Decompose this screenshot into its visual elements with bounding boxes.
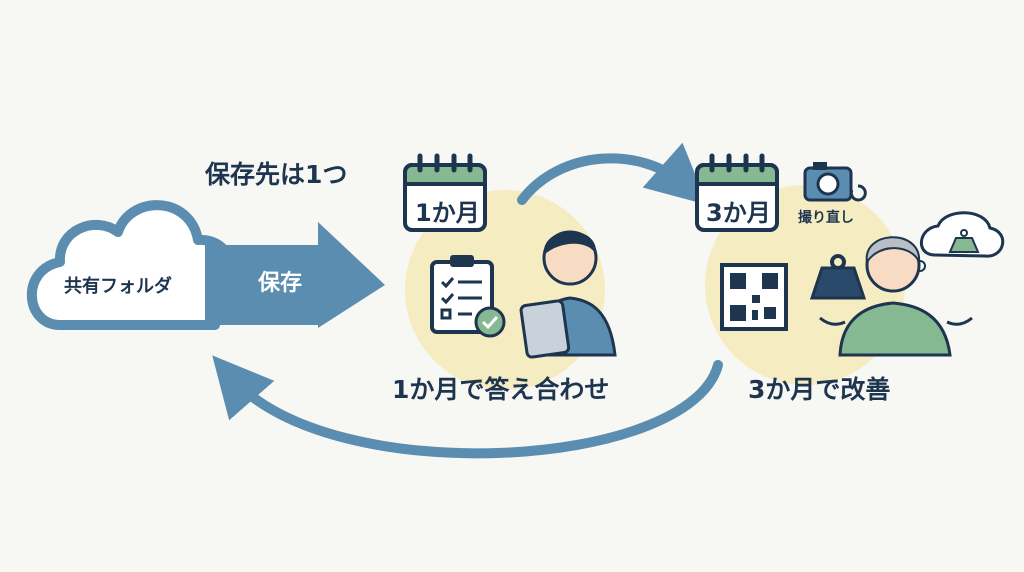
senior-person: [819, 236, 973, 357]
calendar-icon-3: [695, 153, 779, 232]
shared-folder-label: 共有フォルダ: [64, 276, 172, 297]
calendar-3-label: 3か月: [706, 199, 771, 227]
calendar-icon-1: [403, 153, 487, 232]
save-label: 保存: [258, 271, 303, 296]
step-1-caption: 1か月で答え合わせ: [392, 375, 610, 404]
retake-label: 撮り直し: [798, 210, 854, 226]
checklist-clipboard-icon: [430, 255, 506, 338]
save-arrow: [205, 222, 385, 328]
single-destination-label: 保存先は1つ: [205, 160, 348, 189]
step-2-caption: 3か月で改善: [748, 375, 891, 404]
cloud-icon: [26, 200, 238, 330]
return-arrow: [212, 355, 723, 459]
qr-code-icon: [720, 263, 788, 331]
calendar-1-label: 1か月: [415, 199, 480, 227]
weight-icon: [809, 254, 867, 300]
thought-bubble-weight-icon: [908, 211, 1005, 282]
curved-arrow-top: [517, 142, 708, 205]
camera-icon: [803, 162, 867, 202]
person-with-tablet: [519, 230, 617, 359]
